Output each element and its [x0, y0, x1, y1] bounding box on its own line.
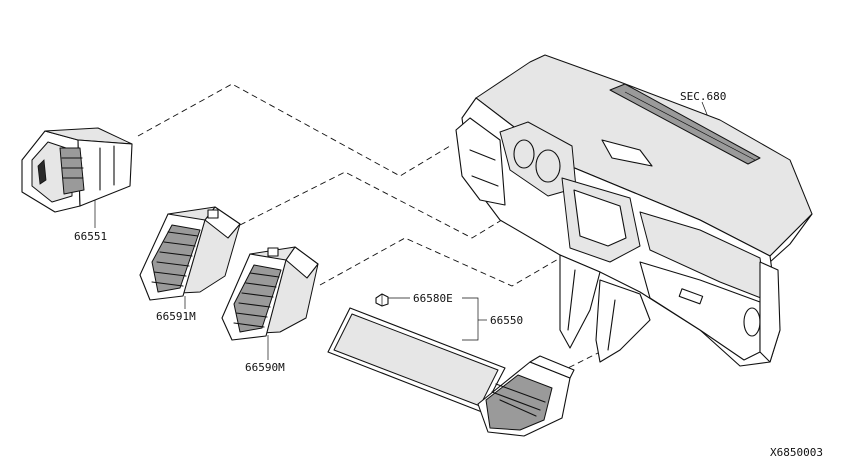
side-vent-66551 [21, 127, 133, 213]
label-66551: 66551 [74, 230, 107, 243]
label-66580E: 66580E [413, 292, 453, 305]
label-66550: 66550 [490, 314, 523, 327]
center-vent-66591M [139, 206, 241, 301]
label-66591M: 66591M [156, 310, 196, 323]
clip-66580E [375, 293, 389, 307]
label-drawing-id: X6850003 [770, 446, 823, 459]
instrument-panel [455, 54, 813, 367]
label-section-ref: SEC.680 [680, 90, 726, 103]
assembly-dashed-lines [137, 83, 601, 373]
lower-panel-66550 [327, 307, 575, 437]
label-66590M: 66590M [245, 361, 285, 374]
center-vent-66590M [221, 246, 319, 341]
